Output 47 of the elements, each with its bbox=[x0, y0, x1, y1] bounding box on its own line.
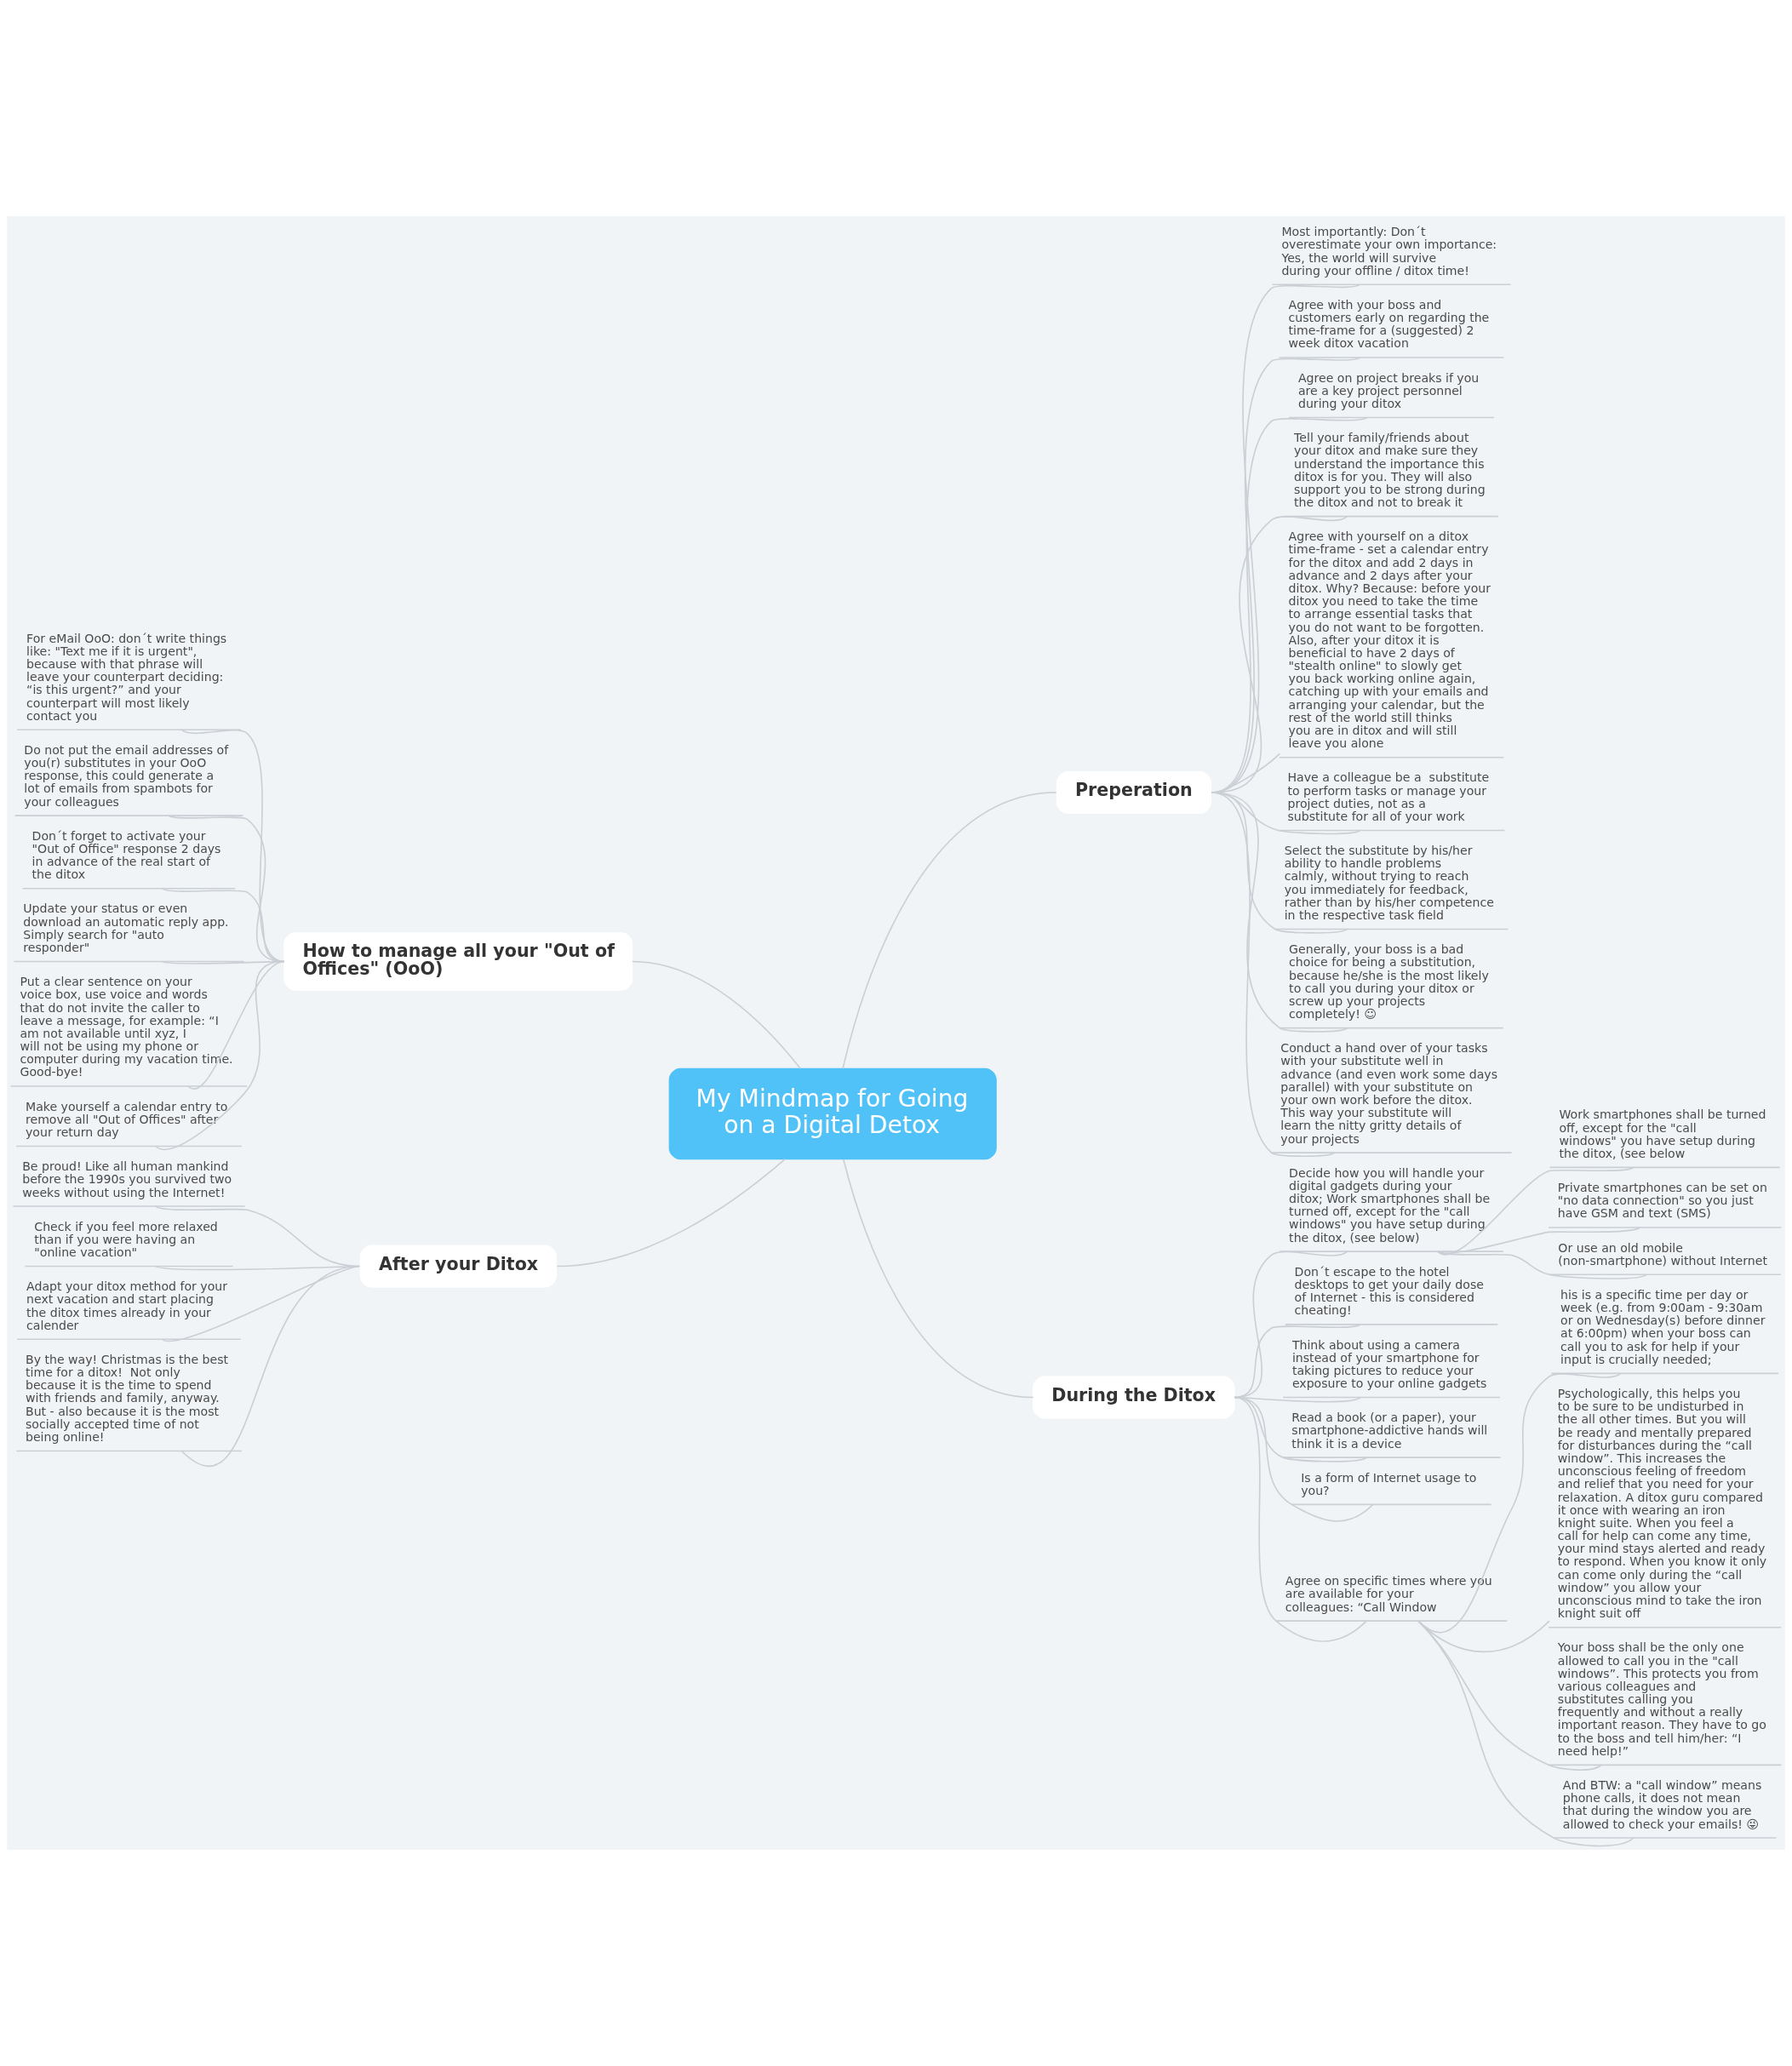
node-text: Agree on project breaks if you are a key project personnel during your ditox bbox=[1297, 370, 1480, 410]
node-text: Select the substitute by his/her ability to handle problems calmly, without trying to reach you immediately for feedback, rather than by his/her competence in the respective task field bbox=[1284, 844, 1494, 923]
node-text: For eMail OoO: don´t write things like: "Text me if it is urgent", because with that phrase will leave your counterpart deciding: “is this urgent?” and your counterpart will most likely contact you bbox=[26, 631, 227, 723]
connector bbox=[843, 1159, 1034, 1399]
node-text: Conduct a hand over of your tasks with your substitute well in advance (and even work some days parallel) with your substitute on your own work before the ditox. This way your substitute will learn the nitty gritty details of your projects bbox=[1280, 1041, 1498, 1146]
node-text: Agree on specific times where you are available for your colleagues: “Call Window bbox=[1285, 1574, 1492, 1614]
node-text: Think about using a camera instead of your smartphone for taking pictures to reduce your exposure to your online gadgets bbox=[1291, 1337, 1487, 1391]
node-text: Agree with your boss and customers early on regarding the time-frame for a (suggested) 2 week ditox vacation bbox=[1288, 297, 1490, 351]
node-text: Most importantly: Don´t overestimate your own importance: Yes, the world will survive during your offline / ditox time! bbox=[1281, 225, 1497, 278]
node-text: Have a colleague be a substitute to perform tasks or manage your project duties, not as a substitute for all of your work bbox=[1287, 770, 1490, 823]
node-box: How to manage all your "Out of Offices" (OoO) bbox=[283, 932, 633, 991]
connector bbox=[556, 1158, 786, 1268]
node-text: Private smartphones can be set on "no data connection" so you just have GSM and text (SMS) bbox=[1557, 1181, 1767, 1221]
node-text: Generally, your boss is a bad choice for being a substitution, because he/she is the most likely to call you during your ditox or screw up your projects completely! ☺ bbox=[1289, 942, 1489, 1022]
node-text: By the way! Christmas is the best time for a ditox! Not only because it is the time to spend with friends and family, anyway. But - also because it is the most socially accepted time of not being online! bbox=[26, 1352, 229, 1444]
connector bbox=[161, 1265, 360, 1342]
connector bbox=[631, 960, 802, 1070]
node-text: Read a book (or a paper), your smartphone-addictive hands will think it is a device bbox=[1291, 1411, 1488, 1451]
node-text: And BTW: a "call window” means phone calls, it does not mean that during the window you are allowed to check your emails! 😜 bbox=[1562, 1777, 1762, 1831]
node-text: Your boss shall be the only one allowed to call you in the "call windows”. This protects you from various colleagues and substitutes calling you frequently and without a really important reason. They have to go to the boss and tell him/her: “I need help!” bbox=[1557, 1640, 1766, 1758]
node-text: Adapt your ditox method for your next vacation and start placing the ditox times already in your calender bbox=[26, 1279, 228, 1332]
node-box: After your Ditox bbox=[359, 1245, 557, 1288]
node-text: Psychologically, this helps you to be sure to be undisturbed in the all other times. But you will be ready and mentally prepared for disturbances during the “call window”. This increases the unconscious feeling of freedom and relief that you need for your relaxation. A ditox guru compared it once with wearing an iron knight suite. When you feel a call for help can come any time, your mind stays alerted and ready to respond. When you know it only can come only during the “call window” you allow your unconscious mind to take the iron knight suit off bbox=[1557, 1386, 1767, 1621]
connector bbox=[155, 960, 285, 1150]
node-text: his is a specific time per day or week (e.g. from 9:00am - 9:30am or on Wednesday(s) before dinner at 6:00pm) when your boss can call you to ask for help if your input is crucially needed; bbox=[1560, 1287, 1766, 1366]
node-text: Be proud! Like all human mankind before the 1990s you survived two weeks without using the Internet! bbox=[22, 1159, 232, 1199]
connector bbox=[187, 960, 285, 1090]
node-text: Or use an old mobile (non-smartphone) without Internet bbox=[1558, 1240, 1767, 1268]
node-text: Decide how you will handle your digital gadgets during your ditox; Work smartphones shall be turned off, except for the "call windows" you have setup during the ditox, (see below) bbox=[1289, 1165, 1491, 1245]
node-text: Do not put the email addresses of you(r) substitutes in your OoO response, this could generate a lot of emails from spambots for your colleagues bbox=[24, 742, 229, 809]
node-text: Don´t forget to activate your "Out of Office" response 2 days in advance of the real start of the ditox bbox=[31, 828, 221, 882]
node-text: Agree with yourself on a ditox time-frame - set a calendar entry for the ditox and add 2 days in advance and 2 days after your ditox. Why? Because: before your ditox you need to take the time to arrange essential tasks that you do not want to be forgotten. Also, after your ditox it is beneficial to have 2 days of "stealth online" to slowly get you back working online again, catching up with your emails and arranging your calendar, but the rest of the world still thinks you are in ditox and will still leave you alone bbox=[1288, 529, 1491, 751]
node-box: During the Ditox bbox=[1033, 1376, 1235, 1419]
node-box: My Mindmap for Going on a Digital Detox bbox=[668, 1067, 997, 1160]
node-text: Put a clear sentence on your voice box, use voice and words that do not invite the caller to leave a message, for example: “I am not available until xyz, I will not be using my phone or computer during my vacation time. Good-bye! bbox=[20, 975, 233, 1079]
connector bbox=[1436, 1166, 1635, 1256]
node-text: Tell your family/friends about your ditox and make sure they understand the importance this ditox is for you. They will also support you to be strong during the ditox and not to break it bbox=[1294, 431, 1486, 510]
connector bbox=[1417, 1620, 1635, 1847]
node-text: Is a form of Internet usage to you? bbox=[1301, 1470, 1477, 1497]
node-text: Check if you feel more relaxed than if you were having an "online vacation" bbox=[34, 1219, 218, 1260]
connector bbox=[842, 792, 1057, 1070]
node-box: Preperation bbox=[1056, 771, 1211, 814]
node-text: Make yourself a calendar entry to remove all "Out of Offices" after your return day bbox=[26, 1099, 228, 1139]
node-text: Work smartphones shall be turned off, except for the "call windows" you have setup during the ditox, (see below bbox=[1559, 1107, 1766, 1160]
node-text: Don´t escape to the hotel desktops to get your daily dose of Internet - this is considered cheating! bbox=[1294, 1264, 1484, 1318]
connector bbox=[1234, 1324, 1361, 1399]
node-text: Update your status or even download an automatic reply app. Simply search for "auto responder" bbox=[23, 901, 229, 954]
